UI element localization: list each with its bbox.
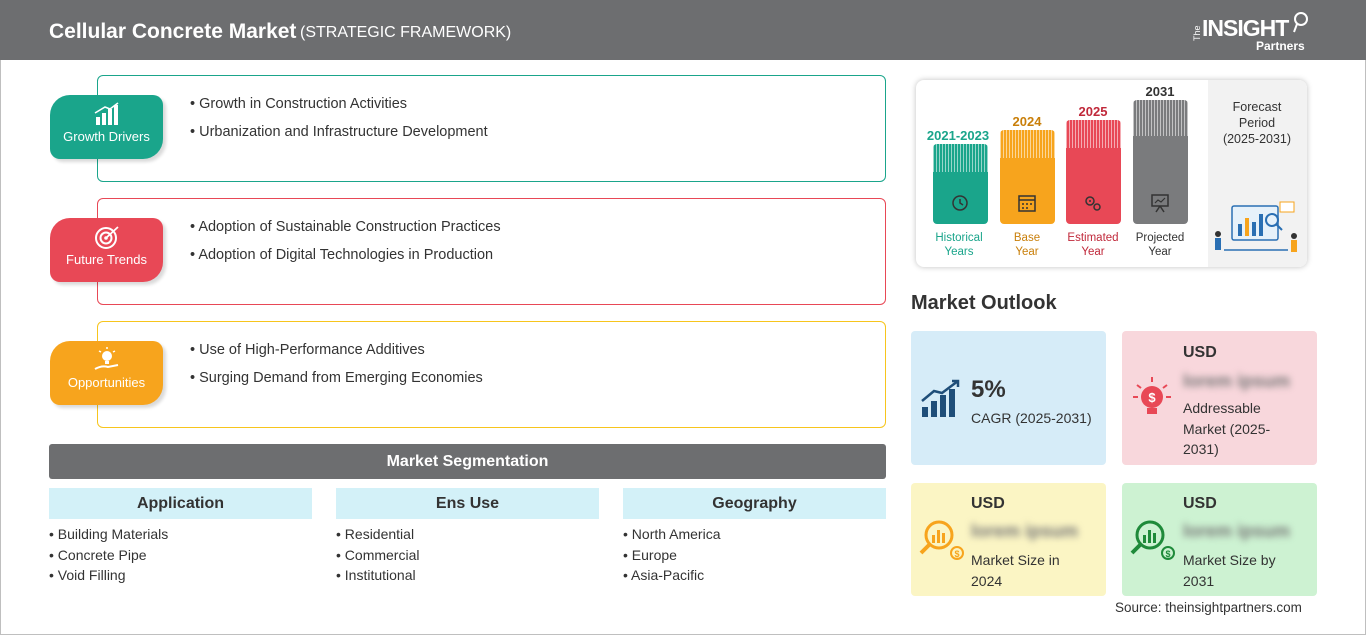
growth-driver-item: Urbanization and Infrastructure Developm… [190, 124, 488, 140]
timeline-bar-estimated [1066, 120, 1121, 224]
presentation-icon [1151, 194, 1169, 213]
market-segmentation-bar: Market Segmentation [49, 444, 886, 479]
analytics-illustration-icon [1215, 201, 1297, 252]
timeline-year: 2025 [1078, 104, 1108, 119]
segment-item: Concrete Pipe [49, 547, 312, 568]
timeline-bar-projected [1133, 100, 1188, 224]
forecast-period-label: Forecast Period (2025-2031) [1222, 100, 1292, 146]
growth-drivers-label: Growth Drivers [63, 129, 150, 144]
segment-item: Building Materials [49, 526, 312, 547]
cagr-value: 5% [971, 376, 1006, 403]
lightbulb-dollar-icon: $ [1133, 377, 1171, 414]
addressable-label: Addressable Market (2025- 2031) [1183, 400, 1271, 457]
future-trends-label: Future Trends [66, 252, 147, 267]
segment-header: Geography [623, 488, 886, 519]
page-subtitle: (STRATEGIC FRAMEWORK) [300, 24, 512, 41]
logo-insight: INSIGHT [1202, 15, 1289, 41]
market-size-2031-box: $ USD lorem ipsum Market Size by 2031 [1122, 483, 1317, 596]
opportunities-label: Opportunities [67, 375, 146, 390]
logo-partners: Partners [1256, 39, 1305, 53]
timeline-year: 2024 [1012, 114, 1042, 129]
magnifier-chart-icon: $ [919, 520, 964, 560]
opportunity-item: Use of High-Performance Additives [190, 342, 483, 358]
insight-partners-logo[interactable]: The INSIGHT Partners [1192, 11, 1312, 53]
segment-application: Application Building Materials Concrete … [49, 488, 312, 588]
target-icon [94, 226, 119, 249]
gears-icon [1085, 196, 1101, 211]
growth-chart-icon [921, 379, 960, 417]
future-trend-item: Adoption of Sustainable Construction Pra… [190, 219, 500, 235]
size-2031-value: lorem ipsum [1183, 521, 1291, 541]
header-bar: Cellular Concrete Market (STRATEGIC FRAM… [0, 0, 1366, 60]
timeline-label: Base Year [1013, 232, 1041, 258]
lightbulb-hand-icon [94, 347, 118, 370]
magnifier-chart-icon: $ [1130, 520, 1175, 560]
addressable-currency: USD [1183, 344, 1217, 361]
segment-item: Commercial [336, 547, 599, 568]
timeline-year: 2031 [1145, 84, 1175, 99]
logo-the: The [1192, 25, 1202, 41]
cagr-box: 5% CAGR (2025-2031) [911, 331, 1106, 465]
timeline-bar-base [1000, 130, 1055, 224]
cagr-label: CAGR (2025-2031) [971, 410, 1092, 426]
future-trends-card: Adoption of Sustainable Construction Pra… [97, 198, 886, 305]
size-2024-label: Market Size in 2024 [971, 552, 1060, 589]
addressable-market-box: $ USD lorem ipsum Addressable Market (20… [1122, 331, 1317, 465]
segment-item: Void Filling [49, 567, 312, 588]
timeline-label: Estimated Year [1067, 232, 1119, 258]
source-note[interactable]: Source: theinsightpartners.com [1115, 600, 1302, 615]
size-2024-currency: USD [971, 495, 1005, 512]
segment-item: Europe [623, 547, 886, 568]
segment-item: North America [623, 526, 886, 547]
timeline-label: Projected Year [1135, 232, 1185, 258]
segment-item: Asia-Pacific [623, 567, 886, 588]
growth-drivers-card: Growth in Construction Activities Urbani… [97, 75, 886, 182]
size-2024-value: lorem ipsum [971, 521, 1079, 541]
logo-mark-icon [1293, 12, 1308, 33]
segment-item: Residential [336, 526, 599, 547]
segment-header: Application [49, 488, 312, 519]
timeline-year: 2021-2023 [926, 128, 990, 143]
segment-geography: Geography North America Europe Asia-Paci… [623, 488, 886, 588]
svg-text:$: $ [1165, 549, 1170, 559]
segment-item: Institutional [336, 567, 599, 588]
history-icon [952, 195, 968, 211]
svg-text:$: $ [954, 549, 959, 559]
svg-text:$: $ [1148, 390, 1156, 405]
timeline-label: Historical Years [935, 232, 983, 258]
size-2031-currency: USD [1183, 495, 1217, 512]
future-trend-item: Adoption of Digital Technologies in Prod… [190, 247, 501, 263]
growth-driver-item: Growth in Construction Activities [190, 96, 488, 112]
page-title: Cellular Concrete Market [49, 20, 297, 43]
market-size-2024-box: $ USD lorem ipsum Market Size in 2024 [911, 483, 1106, 596]
addressable-value: lorem ipsum [1183, 371, 1291, 391]
size-2031-label: Market Size by 2031 [1183, 552, 1276, 589]
market-outlook-title: Market Outlook [911, 292, 1057, 314]
calendar-icon [1018, 195, 1036, 212]
opportunity-item: Surging Demand from Emerging Economies [190, 370, 483, 386]
future-trends-badge: Future Trends [50, 218, 163, 282]
segment-end-use: Ens Use Residential Commercial Instituti… [336, 488, 599, 588]
segment-header: Ens Use [336, 488, 599, 519]
growth-chart-icon [94, 102, 118, 125]
opportunities-card: Use of High-Performance Additives Surgin… [97, 321, 886, 428]
opportunities-badge: Opportunities [50, 341, 163, 405]
growth-drivers-badge: Growth Drivers [50, 95, 163, 159]
timeline-bar-historical [933, 144, 988, 224]
